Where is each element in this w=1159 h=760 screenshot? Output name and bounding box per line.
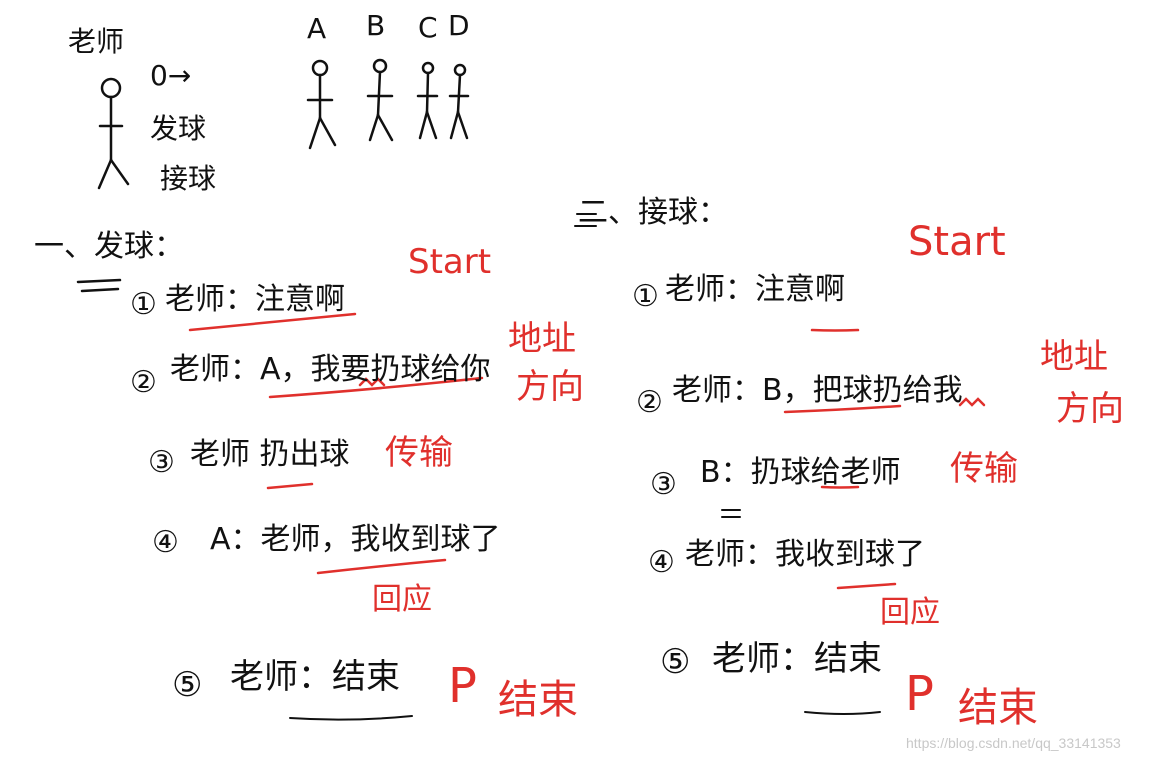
- left-start-note: Start: [408, 242, 492, 282]
- person-c-label: C: [418, 11, 438, 44]
- watermark-text: https://blog.csdn.net/qq_33141353: [906, 735, 1121, 751]
- right-step-3-text: B：扔球给老师: [700, 455, 901, 490]
- left-step-2-num: ②: [130, 365, 157, 400]
- teacher-label: 老师: [68, 25, 125, 58]
- right-end-note: 结束: [958, 685, 1038, 731]
- left-step-3-text: 老师 扔出球: [190, 437, 350, 472]
- left-end-underline: [289, 715, 413, 721]
- left-direction-note: 方向: [516, 367, 584, 407]
- right-step-1-text: 老师：注意啊: [665, 272, 845, 307]
- right-step-5-num: ⑤: [660, 642, 691, 682]
- left-respond-note: 回应: [372, 582, 432, 617]
- right-respond-note: 回应: [880, 595, 940, 630]
- right-step-5-text: 老师：结束: [712, 639, 882, 679]
- right-red-underlines: [783, 328, 986, 590]
- right-direction-note: 方向: [1056, 389, 1124, 429]
- left-step-1-text: 老师：注意啊: [165, 282, 345, 317]
- left-red-underlines: [188, 312, 484, 575]
- left-step-5-text: 老师：结束: [230, 657, 400, 697]
- student-d-figure: [448, 63, 470, 140]
- receive-label: 接球: [160, 162, 217, 195]
- left-step-3-num: ③: [148, 445, 175, 480]
- right-step-1-num: ①: [632, 279, 659, 314]
- person-a-label: A: [307, 12, 327, 45]
- student-c-figure: [416, 61, 439, 140]
- left-step-4-num: ④: [152, 525, 179, 560]
- right-end-p: P: [905, 666, 934, 722]
- left-end-note: 结束: [498, 677, 578, 723]
- left-heading: 一、发球：: [34, 229, 184, 264]
- right-step-3-num: ③: [650, 467, 677, 502]
- left-step-1-num: ①: [130, 287, 157, 322]
- student-a-figure: [306, 59, 337, 150]
- left-heading-underline: [76, 278, 122, 293]
- ball-arrow: 0→: [150, 59, 192, 92]
- left-step-4-text: A：老师，我收到球了: [210, 522, 501, 557]
- right-heading: 二、接球：: [578, 195, 728, 230]
- right-step-4-text: 老师：我收到球了: [685, 537, 925, 572]
- person-b-label: B: [366, 9, 386, 42]
- right-address-note: 地址: [1040, 337, 1108, 377]
- student-b-figure: [366, 58, 394, 142]
- right-start-note: Start: [908, 219, 1006, 265]
- right-step-4-num: ④: [648, 545, 675, 580]
- left-transfer-note: 传输: [385, 433, 453, 473]
- right-misc-lines: [574, 213, 881, 715]
- left-step-2-text: 老师：A，我要扔球给你: [170, 352, 491, 387]
- left-step-5-num: ⑤: [172, 665, 203, 705]
- left-end-p: P: [448, 658, 477, 714]
- right-step-2-num: ②: [636, 385, 663, 420]
- right-transfer-note: 传输: [950, 449, 1018, 489]
- person-d-label: D: [448, 9, 470, 42]
- teacher-figure: [97, 77, 130, 190]
- left-address-note: 地址: [508, 319, 576, 359]
- right-step-2-text: 老师：B，把球扔给我: [672, 373, 963, 408]
- serve-label: 发球: [150, 112, 207, 145]
